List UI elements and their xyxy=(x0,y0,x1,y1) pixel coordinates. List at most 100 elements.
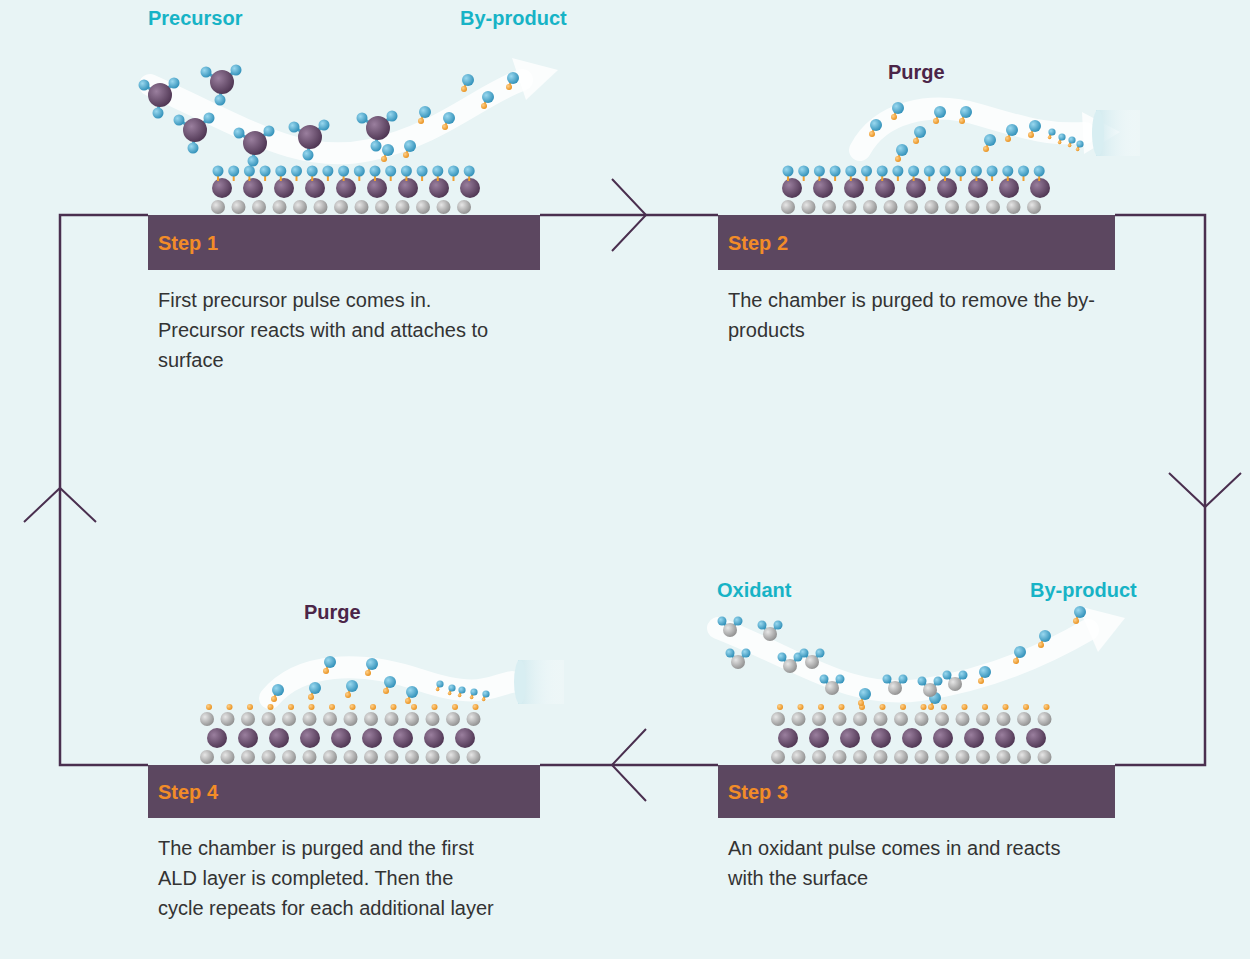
atom xyxy=(457,200,471,214)
atom xyxy=(188,143,199,154)
atom xyxy=(470,688,477,695)
step-label: Step 4 xyxy=(158,780,218,804)
step-description: First precursor pulse comes in. Precurso… xyxy=(158,285,498,375)
atom xyxy=(291,166,302,177)
atom xyxy=(798,166,809,177)
atom xyxy=(241,712,255,726)
atom xyxy=(1003,704,1009,710)
atom xyxy=(344,712,358,726)
atom xyxy=(874,750,888,764)
atom xyxy=(875,178,895,198)
atom xyxy=(274,178,294,198)
atom xyxy=(966,200,980,214)
atom xyxy=(365,670,371,676)
atom xyxy=(1017,712,1031,726)
bond xyxy=(437,176,439,181)
atom xyxy=(818,704,824,710)
bond xyxy=(787,176,789,181)
atom xyxy=(481,103,487,109)
connector-line xyxy=(1115,215,1205,765)
atom xyxy=(248,156,259,167)
bond xyxy=(233,176,235,181)
atom xyxy=(734,617,743,626)
atom xyxy=(426,712,440,726)
atom xyxy=(273,200,287,214)
atom xyxy=(148,83,172,107)
atom xyxy=(207,728,227,748)
step-label: Step 2 xyxy=(728,231,788,255)
atom xyxy=(825,681,839,695)
atom xyxy=(781,200,795,214)
atom xyxy=(200,750,214,764)
atom xyxy=(1048,136,1052,140)
atom xyxy=(232,200,246,214)
atom xyxy=(894,750,908,764)
atom xyxy=(437,200,451,214)
chevron-arrow xyxy=(24,488,96,522)
atom xyxy=(874,712,888,726)
bond xyxy=(991,176,993,181)
atom xyxy=(221,750,235,764)
bond xyxy=(960,176,962,181)
atom xyxy=(338,166,349,177)
atom xyxy=(282,750,296,764)
atom xyxy=(778,728,798,748)
atom xyxy=(726,649,735,658)
atom xyxy=(432,166,443,177)
bond xyxy=(374,176,376,181)
atom xyxy=(482,91,494,103)
atom xyxy=(244,166,255,177)
atom xyxy=(221,712,235,726)
atom xyxy=(880,704,886,710)
atom xyxy=(458,694,462,698)
atom xyxy=(943,671,952,680)
atom xyxy=(822,200,836,214)
atom xyxy=(323,668,329,674)
atom xyxy=(305,178,325,198)
atom xyxy=(778,653,787,662)
atom xyxy=(908,166,919,177)
atom xyxy=(319,120,330,131)
atom xyxy=(1026,728,1046,748)
atom xyxy=(935,750,949,764)
atom xyxy=(401,166,412,177)
atom xyxy=(405,750,419,764)
bond xyxy=(405,176,407,181)
atom xyxy=(200,712,214,726)
atom xyxy=(913,138,919,144)
atom xyxy=(467,712,481,726)
atom xyxy=(1074,606,1086,618)
step-description: The chamber is purged to remove the by-p… xyxy=(728,285,1098,345)
atom xyxy=(262,750,276,764)
atom xyxy=(800,649,809,658)
atom xyxy=(959,118,965,124)
atom xyxy=(813,178,833,198)
atom xyxy=(937,178,957,198)
atom xyxy=(844,178,864,198)
atom xyxy=(976,712,990,726)
cycle-connector xyxy=(540,179,718,251)
atom xyxy=(1076,140,1083,147)
atom xyxy=(252,200,266,214)
atom xyxy=(968,178,988,198)
atom xyxy=(853,750,867,764)
atom xyxy=(309,682,321,694)
atom xyxy=(830,166,841,177)
atom xyxy=(941,704,947,710)
atom xyxy=(1023,704,1029,710)
atom xyxy=(398,178,418,198)
atom xyxy=(243,178,263,198)
atom xyxy=(771,750,785,764)
flow-arrows xyxy=(150,80,1088,698)
atom xyxy=(1028,132,1034,138)
atom xyxy=(896,144,908,156)
chevron-arrow xyxy=(1169,473,1241,507)
atom xyxy=(275,166,286,177)
atom xyxy=(805,655,819,669)
step-band: Step 3An oxidant pulse comes in and reac… xyxy=(718,765,1115,818)
bond xyxy=(264,176,266,181)
step-description: An oxidant pulse comes in and reacts wit… xyxy=(728,833,1068,893)
atom xyxy=(271,696,277,702)
cycle-connector xyxy=(1115,215,1241,765)
atom xyxy=(904,200,918,214)
